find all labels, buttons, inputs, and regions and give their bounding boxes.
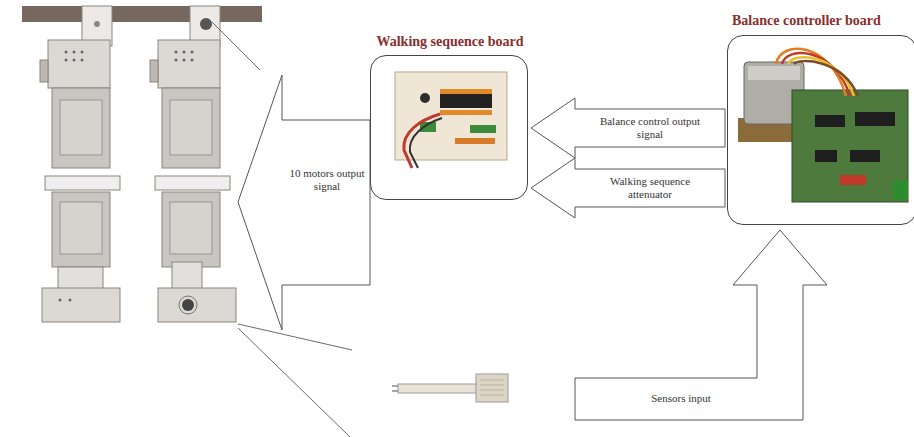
robot-left-leg [65,51,68,54]
leader-line [238,328,350,437]
balance-board-photo [840,175,866,185]
balance-board-photo [794,61,858,96]
leader-line [238,324,352,350]
robot-left-leg [69,299,72,302]
robot-right-leg [150,40,236,322]
robot-right-leg [179,296,197,314]
walking-board-photo [440,94,492,108]
robot-left-leg [73,51,76,54]
signal-label: Walking sequence attenuator [595,175,705,200]
hollow-arrow-connector [531,98,725,158]
robot-left-leg [81,59,84,62]
robot-right-leg [170,202,212,254]
balance-board-photo [855,112,895,126]
board-title: Balance controller board [732,13,914,29]
walking-board-photo [455,138,495,144]
connector-label-holder: Walking sequence attenuator [595,175,705,200]
hollow-arrow: Sensors input [575,230,830,422]
connector-label-holder: Balance control output signal [595,115,705,140]
arrow-outline [238,75,370,330]
walking-board-photo [470,125,496,133]
balance-board-photo [738,49,908,202]
walking-board-photo [395,72,507,168]
robot-right-leg [155,176,230,190]
robot-left-leg [60,202,102,254]
robot-right-leg [183,59,186,62]
signal-label: 10 motors output signal [286,167,368,192]
walking-board-photo [404,114,440,168]
arrow-outline [238,75,370,330]
force-sensor-picture [480,380,504,395]
signal-label: Balance control output signal [595,115,705,140]
force-sensor-picture [392,390,398,392]
balance-board-photo [893,180,908,200]
hollow-arrow: 10 motors output signal [238,75,370,330]
arrow-outline [575,230,827,420]
robot-left-leg [60,100,102,155]
robot-right-leg [158,40,220,88]
robot-left-leg [40,40,120,322]
robot-left-leg [42,288,120,322]
robot-right-leg [191,51,194,54]
walking-board-photo [395,72,507,160]
robot-right-leg [170,100,212,155]
robot-right-leg [182,299,194,311]
force-sensor-picture [392,374,508,402]
walking-board-photo [440,110,492,115]
robot-left-leg [45,176,120,190]
force-sensor-picture [476,374,508,402]
signal-label: Sensors input [605,392,757,405]
robot-left-leg [52,192,110,267]
leader-line [212,22,260,70]
board-box: Walking sequence board [370,55,528,200]
balance-board-photo [748,66,800,80]
robot-top-bar [200,18,212,30]
robot-left-leg [48,40,110,88]
robot-right-leg [150,60,158,82]
robot-right-leg [175,51,178,54]
robot-left-leg [58,267,103,289]
robot-right-leg [175,59,178,62]
robot-left-leg [73,59,76,62]
force-sensor-picture [398,384,478,393]
force-sensor-picture [392,385,398,387]
robot-left-leg [40,60,48,82]
robot-right-leg [183,51,186,54]
robot-left-leg [59,299,62,302]
balance-board-photo [815,115,845,127]
robot-left-leg [65,59,68,62]
robot-right-leg [191,59,194,62]
robot-right-leg [158,288,236,322]
balance-board-photo [815,150,837,162]
walking-board-photo [440,89,492,94]
robot-right-leg [162,88,220,168]
robot-top-bar [94,21,100,27]
robot-top-bar [22,6,262,22]
robot-left-leg [52,88,110,168]
hollow-arrow-connector [531,158,725,218]
balance-board-photo [792,90,908,202]
board-title: Walking sequence board [371,34,529,50]
robot-left-leg [81,51,84,54]
robot-right-leg [162,192,220,267]
walking-board-photo [410,118,442,168]
balance-board-photo [850,150,880,162]
board-box: Balance controller board [727,35,914,225]
walking-board-photo [420,93,430,103]
